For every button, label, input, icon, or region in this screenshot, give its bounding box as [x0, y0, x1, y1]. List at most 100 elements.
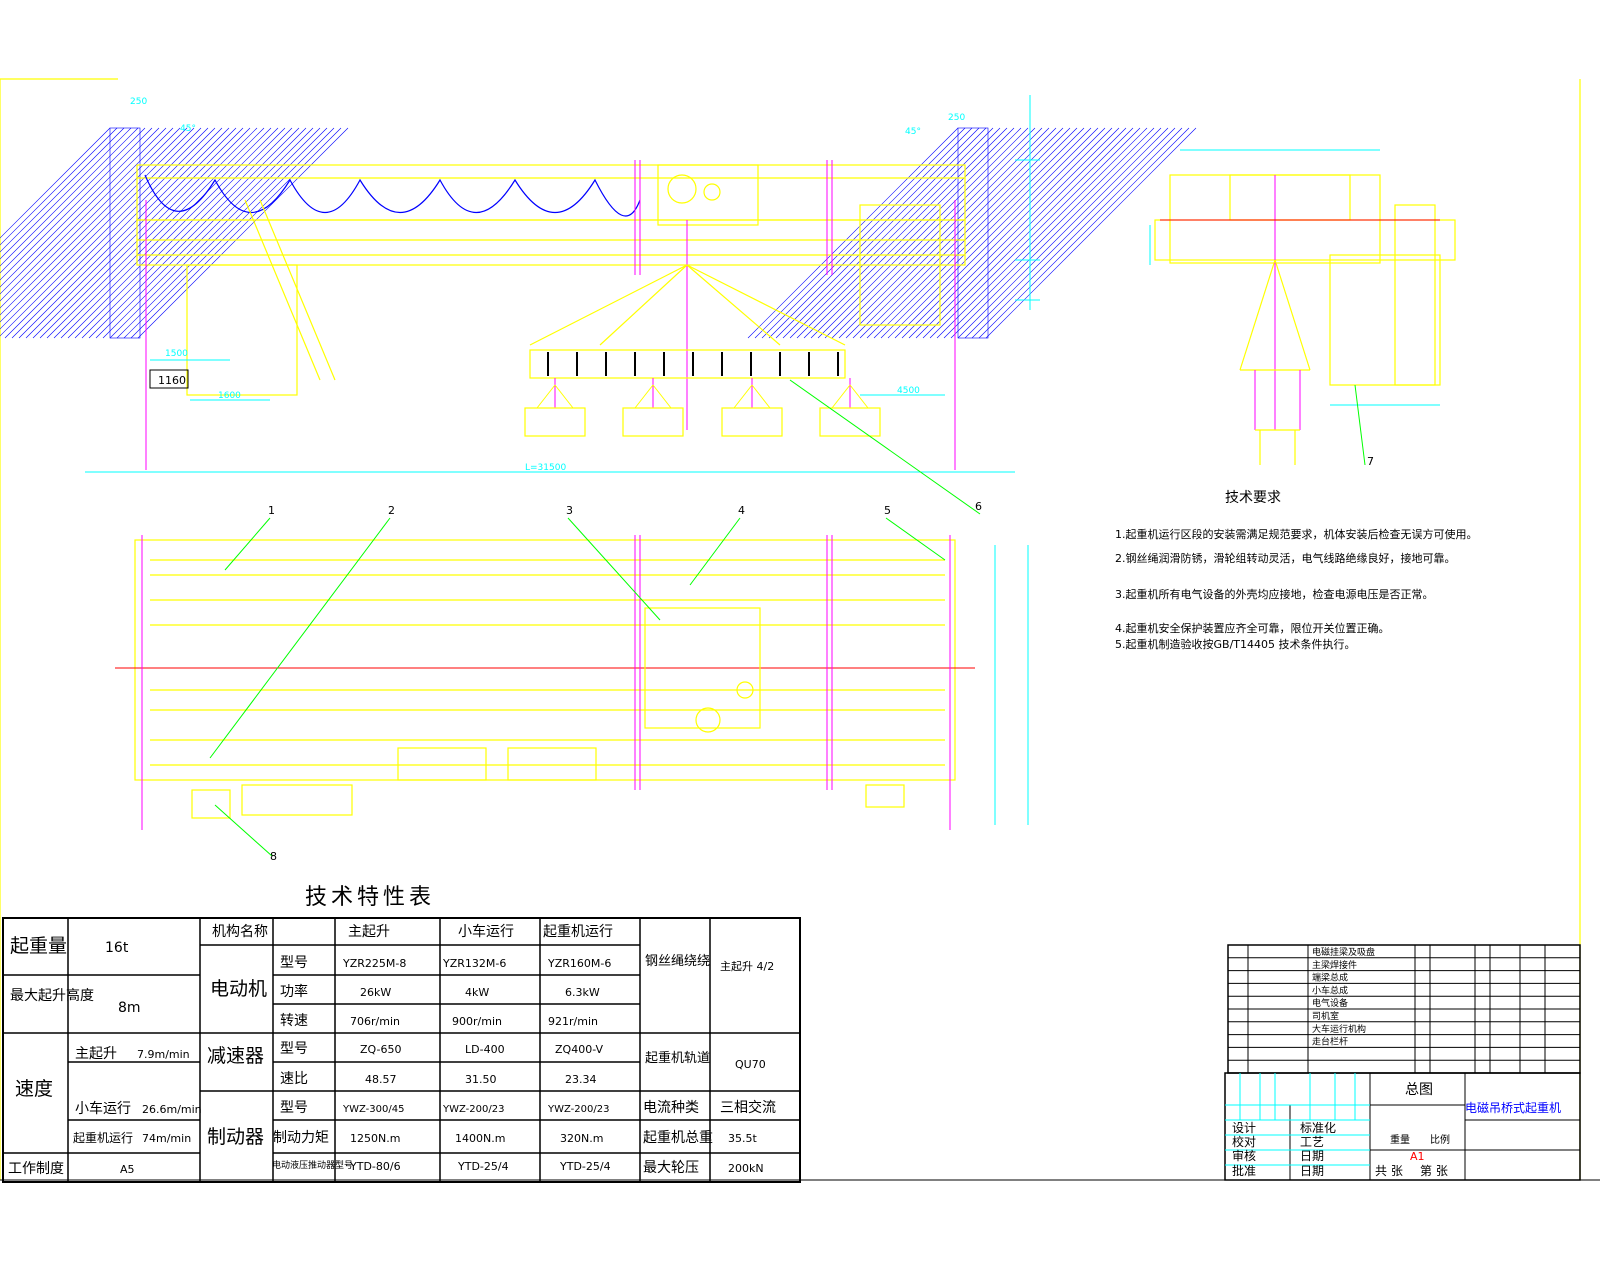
brake-pusher-label: 电动液压推动器型号	[272, 1159, 353, 1171]
sheet-num: 第 张	[1420, 1164, 1448, 1178]
spec-table: 技术特性表 起重量 16t 最大起升高度 8m 速度 主起升 7.9m/min …	[2, 885, 801, 1183]
magnet-discs	[524, 378, 881, 437]
angle-right-label: 45°	[905, 127, 921, 137]
motor-label: 电动机	[210, 978, 267, 1000]
tech-req-2: 2.钢丝绳润滑防锈，滑轮组转动灵活，电气线路绝缘良好，接地可靠。	[1115, 551, 1456, 565]
trolley-label: 小车运行	[75, 1100, 131, 1117]
parts-list-item: 司机室	[1312, 1010, 1339, 1022]
brake-label: 制动器	[207, 1126, 264, 1148]
tech-req-1: 1.起重机运行区段的安装需满足规范要求，机体安装后检查无误方可使用。	[1115, 527, 1478, 541]
motor-model-crane: YZR160M-6	[547, 957, 611, 970]
spreader-beam-ribs	[547, 352, 839, 376]
motor-model-trolley: YZR132M-6	[442, 957, 506, 970]
motor-power-crane: 6.3kW	[565, 986, 600, 999]
parts-list-item: 主梁焊接件	[1312, 959, 1357, 971]
motor-speed-label: 转速	[280, 1013, 308, 1029]
parts-list-item: 端梁总成	[1312, 972, 1348, 984]
part-leader-lines	[209, 379, 981, 857]
brake-model-hoist: YWZ-300/45	[342, 1104, 404, 1115]
dim-4500: 4500	[897, 386, 920, 396]
reducer-ratio-label: 速比	[280, 1071, 308, 1087]
tech-req-3: 3.起重机所有电气设备的外壳均应接地，检查电源电压是否正常。	[1115, 587, 1434, 601]
plan-view	[115, 379, 1029, 857]
span-label: L=31500	[525, 463, 566, 473]
side-view	[1149, 149, 1456, 466]
cab-right	[859, 204, 941, 326]
lift-height-label: 最大起升高度	[10, 987, 94, 1004]
part-label-7: 7	[1367, 455, 1374, 468]
tech-requirements: 技术要求 1.起重机运行区段的安装需满足规范要求，机体安装后检查无误方可使用。 …	[1115, 490, 1478, 651]
reducer-model-label: 型号	[280, 1041, 308, 1057]
magnet-spreader-beam	[529, 349, 846, 379]
parts-list-item: 小车总成	[1312, 984, 1348, 996]
motor-model-hoist: YZR225M-8	[342, 957, 406, 970]
motor-rpm-hoist: 706r/min	[350, 1015, 400, 1028]
sign-design: 设计	[1232, 1121, 1256, 1135]
part-label-8: 8	[270, 850, 277, 863]
reducer-label: 减速器	[207, 1045, 264, 1067]
brake-torque-hoist: 1250N.m	[350, 1132, 400, 1145]
dim-1160: 1160	[158, 374, 186, 387]
cab-left	[186, 264, 298, 396]
front-elevation-view: L=31500 45° 45° 250 250 1160 1500 1600 4…	[0, 95, 1197, 473]
rail-label: 起重机轨道	[645, 1050, 710, 1066]
part-label-1: 1	[268, 504, 275, 517]
sign-review: 审核	[1232, 1148, 1256, 1163]
duty-label: 工作制度	[8, 1161, 64, 1177]
duty-value: A5	[120, 1163, 135, 1176]
reducer-model-crane: ZQ400-V	[555, 1043, 604, 1056]
title-block: 总图 电磁吊桥式起重机 设计 校对 审核 批准 标准化 工艺 日期 日期 共 张…	[1224, 1072, 1581, 1181]
motor-power-label: 功率	[280, 983, 308, 1000]
rope-label: 钢丝绳绕绕	[645, 954, 710, 969]
motor-power-trolley: 4kW	[465, 986, 489, 999]
rail-value: QU70	[735, 1058, 766, 1071]
mech-header-hoist: 主起升	[348, 924, 390, 940]
part-label-2: 2	[388, 504, 395, 517]
reducer-model-hoist: ZQ-650	[360, 1043, 401, 1056]
dim-1500: 1500	[165, 349, 188, 359]
sign-approve: 批准	[1232, 1163, 1256, 1178]
dim-1600: 1600	[218, 391, 241, 401]
motor-model-label: 型号	[280, 955, 308, 971]
motor-rpm-trolley: 900r/min	[452, 1015, 502, 1028]
crane-speed: 74m/min	[142, 1132, 191, 1145]
brake-model-crane: YWZ-200/23	[547, 1104, 609, 1115]
current-value: 三相交流	[720, 1099, 776, 1116]
speed-label: 速度	[15, 1078, 53, 1100]
crane-label: 起重机运行	[73, 1131, 133, 1145]
tech-req-4: 4.起重机安全保护装置应齐全可靠，限位开关位置正确。	[1115, 621, 1390, 635]
right-wall-hatch	[747, 127, 1197, 339]
parts-list-item: 电气设备	[1312, 997, 1348, 1009]
weight-label: 起重机总重	[643, 1130, 713, 1146]
general-label: 总图	[1405, 1082, 1433, 1098]
angle-left-label: 45°	[180, 124, 196, 134]
part-label-4: 4	[738, 504, 745, 517]
drawing-name: 电磁吊桥式起重机	[1465, 1100, 1561, 1115]
trolley-speed: 26.6m/min	[142, 1103, 202, 1116]
weight-tb-label: 重量	[1390, 1133, 1410, 1146]
sign-check: 校对	[1232, 1134, 1256, 1149]
scale-label: 比例	[1430, 1133, 1450, 1146]
capacity-value: 16t	[105, 940, 129, 956]
sign-standard: 标准化	[1300, 1121, 1336, 1135]
brake-pusher-crane: YTD-25/4	[559, 1160, 611, 1173]
sheet-total: 共 张	[1375, 1164, 1403, 1178]
wheel-value: 200kN	[728, 1162, 764, 1175]
format-label: A1	[1410, 1150, 1425, 1163]
rope-value: 主起升 4/2	[720, 960, 774, 973]
part-label-6: 6	[975, 500, 982, 513]
capacity-label: 起重量	[10, 935, 67, 957]
left-wall-hatch	[0, 127, 349, 339]
dim-250-right: 250	[948, 113, 965, 123]
brake-pusher-trolley: YTD-25/4	[457, 1160, 509, 1173]
parts-list-item: 走台栏杆	[1312, 1036, 1348, 1048]
lift-height-value: 8m	[118, 1000, 141, 1016]
reducer-ratio-crane: 23.34	[565, 1073, 597, 1086]
brake-model-label: 型号	[280, 1100, 308, 1116]
trolley-plan	[644, 607, 761, 729]
wheel-label: 最大轮压	[643, 1160, 699, 1176]
spec-table-title: 技术特性表	[305, 885, 435, 910]
sign-date-2: 日期	[1300, 1164, 1324, 1178]
